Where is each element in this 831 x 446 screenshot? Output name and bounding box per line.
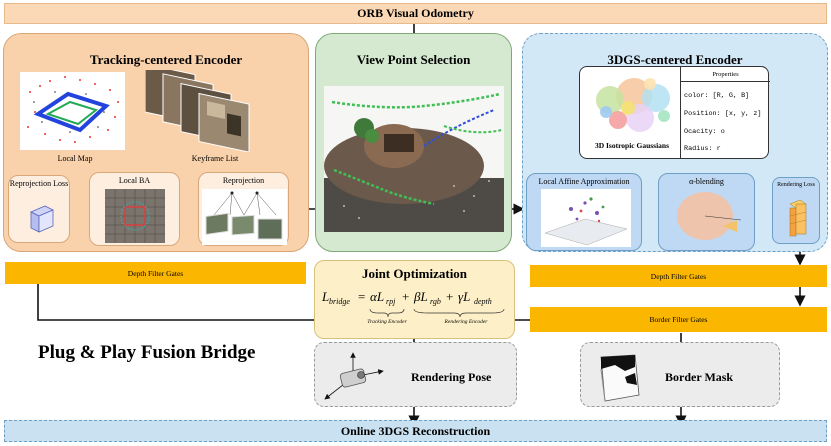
- loss-cube-icon: [30, 205, 54, 233]
- border-mask-label: Border Mask: [665, 370, 734, 384]
- reprojection-loss-box: Reprojection Loss: [8, 175, 70, 243]
- reprojection-loss-label: Reprojection Loss: [9, 179, 69, 188]
- svg-text:+: +: [446, 289, 453, 304]
- svg-text:+: +: [402, 289, 409, 304]
- tracking-encoder-title: Tracking-centered Encoder: [89, 52, 243, 67]
- gaussians-label: 3D Isotropic Gaussians: [594, 141, 670, 150]
- property-color: color: [R, G, B]: [684, 92, 750, 100]
- joint-optimization-title: Joint Optimization: [361, 266, 468, 281]
- orb-visual-odometry-label: ORB Visual Odometry: [357, 6, 474, 20]
- local-affine-box: Local Affine Approximation: [526, 173, 642, 251]
- rendering-encoder-note: Rendering Encoder: [444, 319, 488, 325]
- camera-pose-icon: [324, 352, 384, 400]
- tracking-encoder-note: Tracking Encoder: [367, 319, 407, 325]
- svg-text:βL: βL: [413, 289, 428, 304]
- orb-visual-odometry-bar: ORB Visual Odometry: [4, 3, 827, 24]
- svg-text:αL: αL: [370, 289, 384, 304]
- local-ba-box: Local BA: [89, 172, 180, 246]
- svg-text:rgb: rgb: [430, 297, 441, 306]
- keyframe-list-image: [145, 70, 250, 152]
- local-map-image: [20, 72, 125, 150]
- rendering-loss-cube-icon: [789, 200, 807, 237]
- svg-text:γL: γL: [458, 289, 470, 304]
- svg-text:=: =: [358, 289, 365, 304]
- border-filter-gates: Border Filter Gates: [530, 307, 827, 332]
- online-reconstruction-bar: Online 3DGS Reconstruction: [4, 420, 827, 442]
- local-affine-plot: [541, 189, 631, 247]
- rendering-pose-panel: Rendering Pose: [314, 342, 517, 407]
- rendering-loss-box: Rendering Loss: [772, 177, 820, 244]
- alpha-blending-box: α-blending: [658, 173, 755, 251]
- local-ba-label: Local BA: [118, 176, 151, 185]
- local-ba-grid-image: [105, 189, 165, 243]
- isotropic-gaussians-image: [596, 78, 670, 132]
- online-reconstruction-label: Online 3DGS Reconstruction: [340, 423, 491, 438]
- local-affine-label: Local Affine Approximation: [538, 177, 630, 186]
- alpha-blending-label: α-blending: [689, 177, 724, 186]
- rendering-pose-label: Rendering Pose: [411, 370, 492, 384]
- keyframe-list-caption: Keyframe List: [191, 154, 239, 163]
- fusion-bridge-title: Plug & Play Fusion Bridge: [38, 342, 256, 363]
- reprojection-box: Reprojection: [198, 172, 289, 246]
- property-opacity: Ocacity: o: [684, 128, 725, 136]
- local-map-caption: Local Map: [57, 154, 93, 163]
- properties-table: Properties color: [R, G, B] Position: [x…: [680, 66, 770, 159]
- svg-text:rpj: rpj: [386, 297, 396, 306]
- properties-title: Properties: [681, 71, 770, 82]
- border-filter-label: Border Filter Gates: [649, 315, 708, 324]
- tracking-depth-filter-label: Depth Filter Gates: [127, 268, 184, 278]
- view-point-title: View Point Selection: [356, 52, 471, 67]
- svg-text:depth: depth: [474, 297, 492, 306]
- view-point-scene-image: [324, 86, 504, 232]
- property-radius: Radius: r: [684, 145, 721, 153]
- border-mask-image: [600, 354, 640, 402]
- joint-optimization-panel: Joint Optimization L bridge = αL rpj + β…: [314, 260, 515, 339]
- property-position: Position: [x, y, z]: [684, 110, 762, 118]
- gaussians-properties-box: 3D Isotropic Gaussians Properties color:…: [579, 66, 770, 159]
- reprojection-label: Reprojection: [222, 176, 265, 185]
- tracking-depth-filter-gates: Depth Filter Gates: [5, 262, 306, 284]
- joint-loss-equation: L bridge = αL rpj + βL rgb + γL depth: [321, 289, 505, 318]
- reprojection-image: [202, 189, 287, 245]
- gs-depth-filter-gates: Depth Filter Gates: [530, 265, 827, 287]
- gs-encoder-title: 3DGS-centered Encoder: [607, 52, 743, 67]
- svg-text:L: L: [321, 289, 329, 304]
- rendering-loss-label: Rendering Loss: [777, 182, 815, 188]
- alpha-blending-image: [677, 192, 742, 240]
- gs-depth-filter-label: Depth Filter Gates: [650, 271, 707, 281]
- border-mask-panel: Border Mask: [580, 342, 780, 407]
- svg-text:bridge: bridge: [329, 297, 350, 306]
